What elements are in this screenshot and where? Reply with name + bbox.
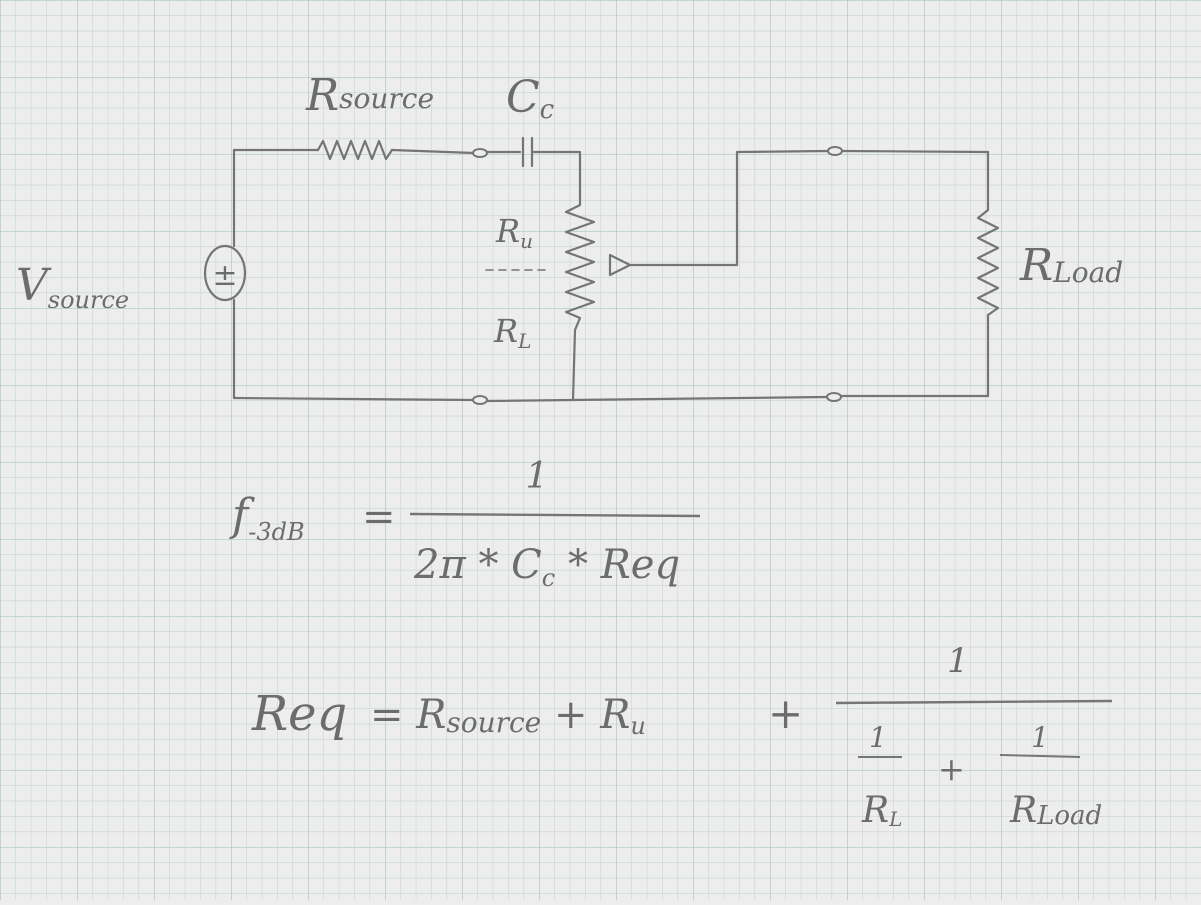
cutoff-numerator: 1 — [526, 456, 549, 497]
cutoff-denominator: 2π * Cc * Req — [413, 542, 680, 592]
wire-cap-to-pot — [530, 150, 582, 197]
req-lhs: Req — [251, 686, 347, 742]
svg-text:±: ± — [212, 258, 237, 293]
req-inner-right-numerator: 1 — [1031, 721, 1049, 754]
wire-output-top — [840, 149, 990, 154]
req-inner-right-denominator: RLoad — [1009, 790, 1102, 831]
req-outer-numerator: 1 — [947, 641, 969, 681]
req-plus: + — [768, 689, 803, 738]
r-load-zigzag — [976, 208, 1000, 317]
req-outer-fraction-bar — [835, 699, 1113, 705]
terminal-node — [827, 146, 843, 156]
req-inner-right-bar — [999, 754, 1081, 758]
ru-label: Ru — [495, 212, 533, 253]
terminal-node — [472, 395, 488, 405]
wire-rsource-to-node — [390, 148, 476, 155]
cutoff-fraction-bar — [409, 512, 701, 518]
cc-label: Cc — [506, 72, 555, 125]
pot-zigzag — [564, 193, 596, 402]
r-source-label: Rsource — [305, 70, 434, 121]
req-inner-left-denominator: RL — [861, 790, 902, 831]
pot-wiper — [608, 253, 632, 277]
r-source-zigzag — [316, 139, 394, 161]
req-rhs: = Rsource + Ru — [370, 692, 646, 740]
cutoff-frequency-equation: f-3dB = 1 2π * Cc * Req — [229, 456, 701, 592]
rl-label: RL — [493, 312, 531, 353]
wire-wiper-to-output — [628, 149, 830, 267]
req-equation: Req = Rsource + Ru + 1 1 RL + 1 RLoad — [251, 641, 1113, 831]
wire-bottom-left — [232, 396, 476, 402]
r-load-label: RLoad — [1019, 240, 1123, 291]
wire-bottom-mid — [484, 395, 829, 403]
req-inner-plus: + — [938, 750, 965, 788]
v-source-label: Vsource — [16, 260, 129, 314]
cutoff-equals: = — [362, 494, 396, 540]
req-inner-left-numerator: 1 — [869, 721, 887, 754]
terminal-node — [826, 392, 842, 402]
voltage-source-symbol: ± — [203, 244, 247, 302]
terminal-node — [472, 148, 488, 158]
